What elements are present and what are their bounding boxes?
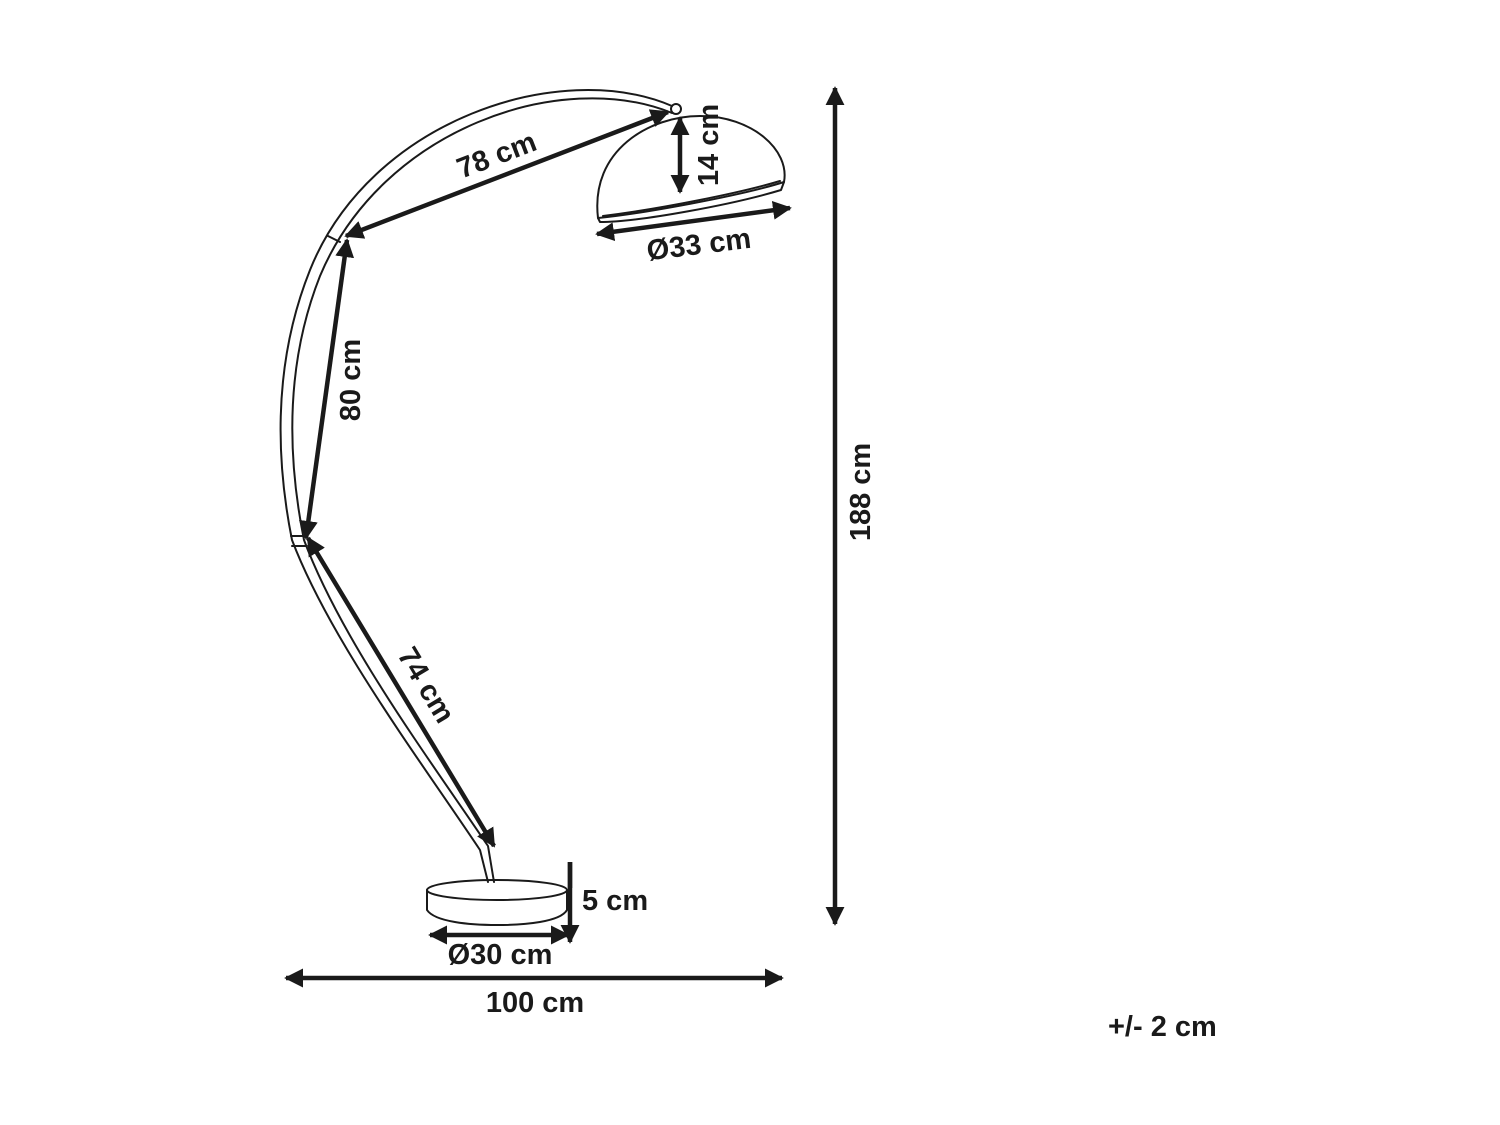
dim-line-arc-middle [298, 238, 355, 540]
dome-shade [596, 115, 786, 223]
dim-line-arc-lower [306, 536, 496, 848]
round-base [426, 879, 568, 926]
dim-line-shade-diameter [595, 200, 792, 242]
dim-line-arc-upper [344, 109, 670, 239]
base-top [426, 879, 568, 901]
label-total-height: 188 cm [845, 443, 877, 541]
floor-lamp-drawing [279, 89, 786, 926]
label-shade-height: 14 cm [693, 104, 725, 186]
arc-pole-outer [279, 89, 673, 883]
dimension-labels: 78 cm 80 cm 74 cm 14 cm Ø33 cm 188 cm 5 … [335, 104, 1217, 1043]
base-side [426, 889, 568, 926]
dimension-lines [284, 86, 845, 988]
label-arc-middle: 80 cm [335, 339, 367, 421]
tolerance-note: +/- 2 cm [1108, 1011, 1217, 1043]
label-arc-lower: 74 cm [391, 642, 461, 729]
shade-pivot-knob [670, 103, 682, 115]
label-base-diameter: Ø30 cm [448, 939, 553, 971]
label-base-height: 5 cm [582, 885, 648, 917]
label-total-width: 100 cm [486, 987, 584, 1019]
label-shade-diameter: Ø33 cm [645, 223, 753, 268]
